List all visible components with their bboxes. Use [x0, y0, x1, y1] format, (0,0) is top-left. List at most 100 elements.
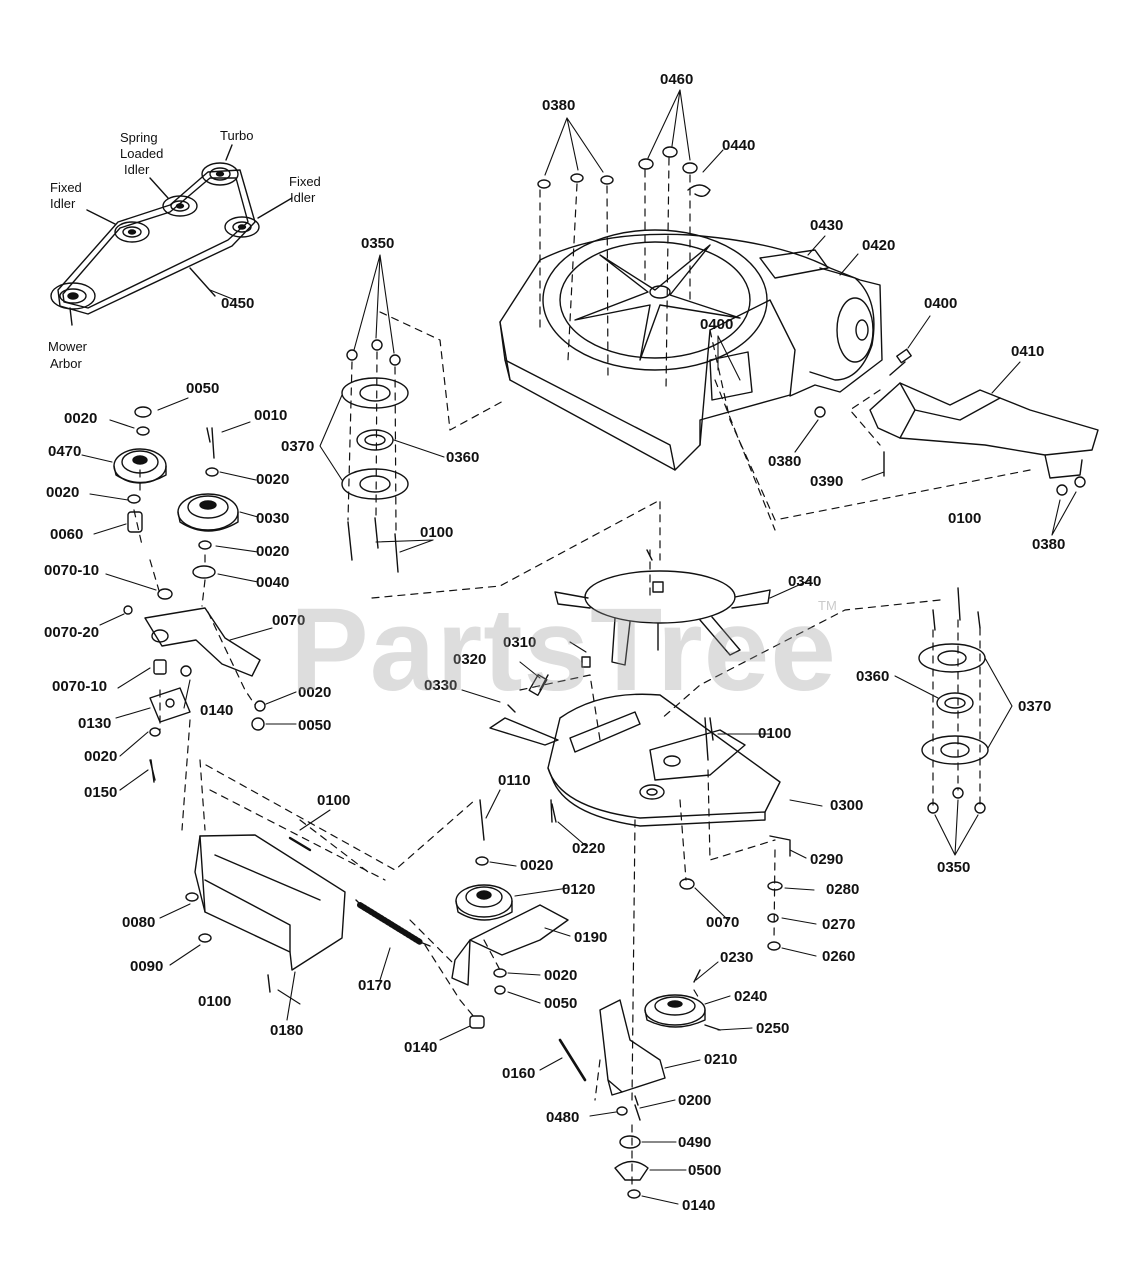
leader-lines	[81, 89, 1077, 1205]
part-label: 0020	[84, 748, 118, 765]
deflector-tab	[709, 351, 753, 401]
trademark-mark: TM	[818, 598, 837, 613]
caption-loaded: Loaded	[120, 146, 164, 161]
part-label: 0190	[574, 929, 608, 946]
part-label: 0010	[254, 407, 288, 424]
left-spindle-stack	[341, 339, 409, 573]
part-label: 0170	[358, 977, 392, 994]
part-label: 0370	[1018, 698, 1052, 715]
part-label: 0140	[200, 702, 234, 719]
part-label: 0050	[186, 380, 220, 397]
part-label: 0370	[281, 438, 315, 455]
caption-mower: Mower	[48, 339, 88, 354]
part-label: 0140	[404, 1039, 438, 1056]
part-label: 0250	[756, 1020, 790, 1037]
part-label: 0490	[678, 1134, 712, 1151]
caption-idler-right: Idler	[290, 190, 316, 205]
part-label: 0100	[758, 725, 792, 742]
part-label: 0100	[420, 524, 454, 541]
idler-pulley-0120	[451, 799, 569, 1029]
part-label: 0050	[298, 717, 332, 734]
mower-arbor-pulley	[50, 282, 96, 310]
part-label: 0140	[682, 1197, 716, 1214]
part-label: 0020	[256, 543, 290, 560]
part-label: 0210	[704, 1051, 738, 1068]
part-label: 0400	[700, 316, 734, 333]
caption-idler-left: Idler	[50, 196, 76, 211]
part-label: 0100	[948, 510, 982, 527]
part-label: 0090	[130, 958, 164, 975]
part-label: 0150	[84, 784, 118, 801]
part-label: 0310	[503, 634, 537, 651]
part-label: 0380	[1032, 536, 1066, 553]
part-label: 0130	[78, 715, 112, 732]
blower-label-plate	[759, 249, 829, 279]
part-label: 0430	[810, 217, 844, 234]
part-label: 0400	[924, 295, 958, 312]
part-label: 0030	[256, 510, 290, 527]
discharge-chute-drawing	[814, 348, 1099, 496]
part-label: 0320	[453, 651, 487, 668]
part-label: 0180	[270, 1022, 304, 1039]
part-label: 0330	[424, 677, 458, 694]
spring-0170	[355, 899, 431, 947]
part-label: 0470	[48, 443, 82, 460]
part-label: 0240	[734, 988, 768, 1005]
part-label: 0380	[768, 453, 802, 470]
part-label: 0040	[256, 574, 290, 591]
part-label: 0350	[937, 859, 971, 876]
part-label: 0480	[546, 1109, 580, 1126]
bracket-0180	[185, 834, 346, 993]
part-label: 0460	[660, 71, 694, 88]
part-label: 0270	[822, 916, 856, 933]
part-label: 0360	[446, 449, 480, 466]
part-label: 0380	[542, 97, 576, 114]
part-label: 0360	[856, 668, 890, 685]
part-label: 0070-10	[52, 678, 108, 695]
caption-fixed-right: Fixed	[289, 174, 321, 189]
part-label: 0110	[498, 772, 531, 789]
part-label: 0410	[1011, 343, 1045, 360]
part-label: 0020	[520, 857, 554, 874]
watermark-text: PartsTree	[290, 584, 837, 716]
part-label: 0300	[830, 797, 864, 814]
turbo-pulley	[201, 162, 239, 186]
part-label: 0020	[256, 471, 290, 488]
part-label: 0070	[272, 612, 306, 629]
part-label: 0280	[826, 881, 860, 898]
part-label: 0120	[562, 881, 596, 898]
part-label: 0390	[810, 473, 844, 490]
right-spindle-stack	[918, 587, 989, 814]
caption-turbo: Turbo	[220, 128, 254, 143]
caption-spring: Spring	[120, 130, 158, 145]
part-label: 0340	[788, 573, 822, 590]
part-label: 0100	[198, 993, 232, 1010]
part-label: 0230	[720, 949, 754, 966]
part-label: 0020	[298, 684, 332, 701]
belt-routing-inset	[50, 144, 293, 326]
top-hardware	[537, 146, 711, 197]
part-label: 0070-20	[44, 624, 100, 641]
deck-plate-0300	[547, 693, 791, 857]
misc-bolts	[150, 427, 553, 823]
spring-idler-pulley	[162, 195, 198, 217]
part-label: 0050	[544, 995, 578, 1012]
part-label: 0500	[688, 1162, 722, 1179]
idler-arm-0070	[123, 588, 266, 781]
caption-fixed-left: Fixed	[50, 180, 82, 195]
part-label: 0440	[722, 137, 756, 154]
part-label: 0160	[502, 1065, 536, 1082]
part-label: 0020	[64, 410, 98, 427]
part-label: 0020	[46, 484, 80, 501]
part-label: 0420	[862, 237, 896, 254]
part-label: 0070-10	[44, 562, 100, 579]
part-label: 0080	[122, 914, 156, 931]
caption-idler-spring: Idler	[124, 162, 150, 177]
blower-housing-drawing	[499, 229, 883, 471]
part-label: 0350	[361, 235, 395, 252]
part-label: 0290	[810, 851, 844, 868]
part-label: 0020	[544, 967, 578, 984]
fixed-idler-left-pulley	[114, 221, 150, 243]
